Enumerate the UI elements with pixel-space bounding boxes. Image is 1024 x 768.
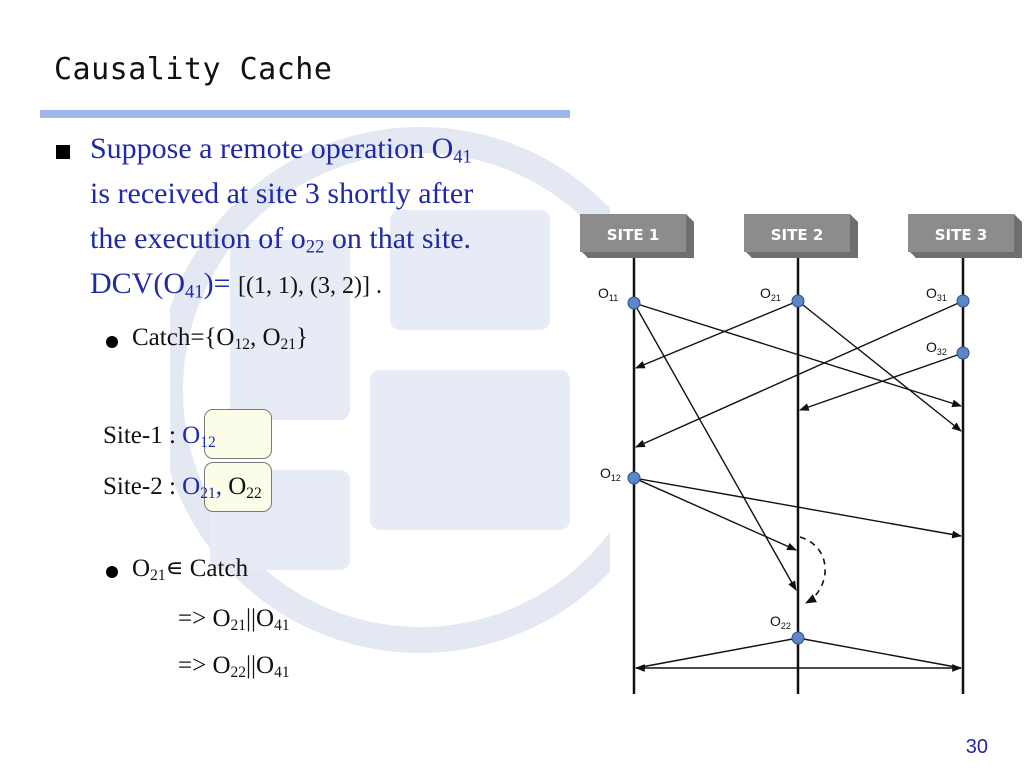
msg-o22-to-site1 xyxy=(635,637,799,669)
main-line-1: Suppose a remote operation O41 xyxy=(90,132,472,168)
msg-o12-to-site3 xyxy=(633,477,962,539)
label-o12: O12 xyxy=(600,465,621,483)
page-number: 30 xyxy=(965,736,988,758)
membership-statement: O21∊ Catch xyxy=(132,555,249,584)
site-3-label: SITE 3 xyxy=(935,226,988,244)
implication-2: => O22||O41 xyxy=(178,652,290,681)
event-o21 xyxy=(791,294,805,308)
label-o32: O32 xyxy=(926,339,947,357)
main-line-3: the execution of o22 on that site. xyxy=(90,222,472,258)
msg-o12-to-site2 xyxy=(633,477,797,551)
site-1-line: Site-1 : O12 xyxy=(103,422,216,451)
event-o22 xyxy=(791,631,805,645)
square-bullet-icon xyxy=(56,145,70,159)
label-o22: O22 xyxy=(770,613,791,631)
highlight-box-o21 xyxy=(204,462,272,512)
implication-1: => O21||O41 xyxy=(178,605,290,634)
label-o31: O31 xyxy=(926,285,947,303)
round-bullet-icon xyxy=(106,336,118,348)
site-2-label: SITE 2 xyxy=(771,226,824,244)
dashed-causal-arc xyxy=(799,536,826,604)
msg-o22-to-site3 xyxy=(797,637,962,669)
site-2-line: Site-2 : O21, O22 xyxy=(103,473,262,502)
highlight-box-o12 xyxy=(204,409,272,459)
msg-o21-to-site1 xyxy=(635,300,799,369)
main-bullet-text: Suppose a remote operation O41 is receiv… xyxy=(90,126,590,309)
background-seal xyxy=(170,127,610,653)
catch-set: Catch={O12, O21} xyxy=(132,324,309,353)
site-2-box: SITE 2 xyxy=(744,214,858,258)
event-o12 xyxy=(627,471,641,485)
msg-o31-to-site1 xyxy=(635,300,964,448)
event-o32 xyxy=(956,346,970,360)
site-1-box: SITE 1 xyxy=(580,214,694,258)
round-bullet-icon xyxy=(106,566,118,578)
title-underline xyxy=(40,110,570,118)
event-o11 xyxy=(627,296,641,310)
msg-o32-to-site2 xyxy=(799,352,964,411)
main-line-2: is received at site 3 shortly after xyxy=(90,177,474,210)
slide-title: Causality Cache xyxy=(54,52,333,87)
label-o21: O21 xyxy=(760,285,781,303)
msg-o11-to-site3 xyxy=(633,302,962,408)
label-o11: O11 xyxy=(598,285,618,303)
msg-o21-to-site3 xyxy=(797,300,962,432)
main-line-4: DCV(O41)= [(1, 1), (3, 2)] . xyxy=(90,267,382,303)
event-o31 xyxy=(956,294,970,308)
site-3-box: SITE 3 xyxy=(908,214,1022,258)
msg-o11-to-site2 xyxy=(633,302,797,591)
site-1-label: SITE 1 xyxy=(607,226,660,244)
